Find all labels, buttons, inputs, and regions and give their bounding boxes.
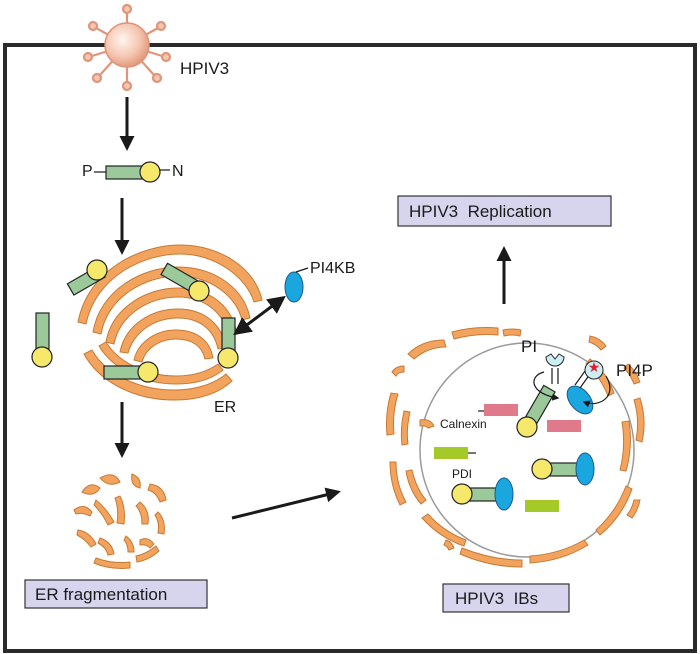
ib-complex-1	[516, 384, 594, 438]
er-complex-5	[103, 361, 159, 383]
pi4kb-icon	[284, 271, 304, 303]
n-label: N	[172, 163, 184, 180]
ib-complex-2	[531, 452, 595, 486]
er-stack	[77, 244, 263, 401]
calnexin-marker	[484, 404, 518, 416]
inclusion-body: Calnexin PDI	[386, 327, 645, 568]
cell-frame	[3, 43, 697, 653]
pdi-marker-2	[525, 500, 559, 512]
ibs-box	[442, 583, 570, 613]
pdi-marker	[434, 447, 468, 459]
calnexin-label: Calnexin	[440, 417, 487, 431]
pi-conversion: ★	[533, 353, 611, 408]
er-fragmentation-box	[24, 579, 208, 609]
replication-label: HPIV3 Replication	[409, 202, 552, 221]
er-complex-1	[66, 259, 108, 296]
arrow-to-ibs	[231, 487, 341, 520]
phosphate-star-icon: ★	[588, 359, 601, 375]
virus-label: HPIV3	[180, 59, 229, 78]
pdi-label: PDI	[452, 467, 472, 481]
p-n-complex	[94, 161, 170, 183]
p-label: P	[82, 163, 93, 180]
pi-label: PI	[521, 337, 537, 356]
ib-complex-3	[451, 477, 514, 511]
er-fragmentation-label: ER fragmentation	[35, 585, 167, 604]
pi4p-label: PI4P	[616, 361, 653, 380]
virus-particle-icon	[82, 3, 172, 92]
calnexin-marker-2	[547, 420, 581, 432]
ibs-label: HPIV3 IBs	[455, 589, 538, 608]
er-complex-3	[31, 312, 53, 368]
er-fragments	[73, 473, 167, 569]
arrow-pi4kb-interaction	[233, 295, 286, 336]
er-complex-2	[160, 262, 210, 302]
er-complex-4	[217, 317, 239, 369]
pi4kb-label: PI4KB	[310, 260, 355, 277]
replication-box	[397, 195, 612, 227]
er-label: ER	[214, 399, 236, 416]
